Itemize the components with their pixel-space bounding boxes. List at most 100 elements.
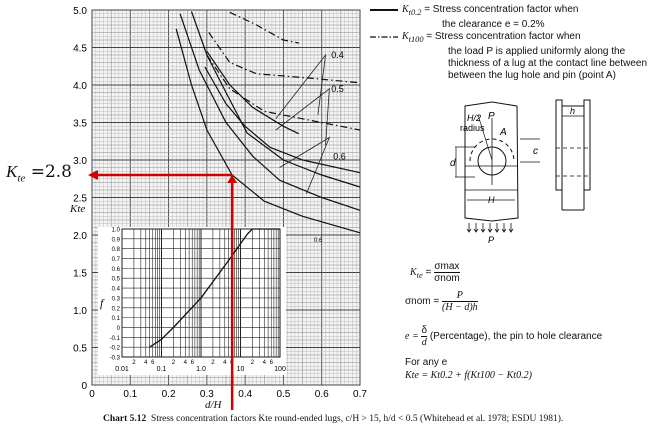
y-tick-label: 2.0 (73, 231, 87, 242)
y-axis-label: Kte (70, 203, 86, 215)
eq-snom: σnom = P(H − d)h (405, 290, 478, 313)
label-leader (275, 87, 330, 146)
curve-label: 0.6 (333, 151, 346, 161)
arrow-up-icon (227, 175, 238, 183)
label-P-bottom: P (488, 235, 494, 245)
inset-minor-tick-label: 2 (132, 360, 136, 366)
load-arrow-icon (480, 223, 486, 233)
radius-leader (477, 114, 493, 161)
load-arrow-icon (466, 223, 472, 233)
inset-chart: -0.3-0.2-0.100.10.20.30.40.50.60.70.80.9… (98, 227, 286, 375)
load-arrow-icon (508, 223, 514, 233)
load-arrow-icon (501, 223, 507, 233)
x-tick-label: 0.7 (353, 389, 367, 400)
eq-final: Kte = Kt0.2 + f(Kt100 − Kt0.2) (405, 370, 532, 381)
main-tick-labels: 0 0.1 0.2 0.3 0.4 0.5 0.6 0.7 0 0.5 1.0 1.5 2.0 2.5 3.… (73, 6, 367, 400)
inset-y-tick-label: 0.6 (112, 267, 121, 273)
inset-x-tick-label: 100 (274, 366, 286, 373)
caption: Chart 5.12 Stress concentration factors … (103, 414, 564, 424)
y-tick-label: 0 (81, 381, 87, 392)
y-tick-label: 3.0 (73, 156, 87, 167)
inset-y-tick-label: 0.5 (112, 277, 121, 283)
inset-minor-tick-label: 2 (211, 360, 215, 366)
inset-y-label: f (100, 296, 104, 310)
inset-minor-tick-label: 2 (172, 360, 176, 366)
label-leader (279, 136, 331, 194)
label-h: h (570, 106, 575, 116)
kte-annotation: Kte =2.8 (6, 162, 72, 185)
inset-y-tick-label: 0.8 (112, 247, 121, 253)
y-tick-label: 5.0 (73, 6, 87, 17)
inset-minor-tick-label: 2 (251, 360, 255, 366)
inset-y-tick-label: 0.1 (112, 316, 121, 322)
inset-x-tick-label: 1.0 (196, 366, 206, 373)
x-axis-label: d/H (205, 399, 222, 411)
main-curves: 0.4 0.5 0.6 0.6 (175, 11, 361, 244)
load-arrow-icon (487, 223, 493, 233)
label-H: H (488, 195, 495, 205)
inset-minor-tick-label: 6 (191, 360, 195, 366)
label-A: A (499, 127, 507, 138)
inset-minor-tick-label: 4 (223, 360, 227, 366)
inset-minor-tick-label: 4 (144, 360, 148, 366)
inset-y-tick-label: -0.1 (110, 336, 121, 342)
inset-y-tick-label: -0.2 (110, 346, 121, 352)
inset-minor-tick-label: 6 (151, 360, 155, 366)
y-tick-label: 1.0 (73, 306, 87, 317)
label-leader (275, 53, 327, 119)
curve-label: 0.5 (331, 84, 344, 94)
x-tick-label: 0.1 (123, 389, 137, 400)
eq-forany: For any e (405, 357, 448, 368)
inset-y-tick-label: 0.7 (112, 257, 121, 263)
radius-arc (469, 138, 515, 162)
curve-solid-1 (179, 13, 361, 211)
legend-dashdot: Kt100 = Stress concentration factor when… (402, 31, 648, 81)
inset-y-tick-label: 0.4 (112, 287, 121, 293)
x-tick-label: 0.4 (238, 389, 252, 400)
x-tick-label: 0.6 (315, 389, 329, 400)
curve-dashdot-6 (208, 32, 361, 84)
inset-minor-tick-label: 4 (184, 360, 188, 366)
curve-dashdot-7 (229, 11, 299, 44)
curve-solid-3 (204, 66, 361, 174)
inset-y-tick-label: 1.0 (112, 228, 121, 234)
reference-lines (88, 9, 398, 410)
inset-x-tick-label: 0.1 (157, 366, 167, 373)
lug-side-view (555, 99, 591, 211)
curve-label: 0.6 (314, 238, 323, 244)
inset-y-tick-label: -0.3 (110, 356, 121, 362)
lug-front-outline (464, 101, 519, 222)
inset-x-tick-label: 10 (237, 366, 245, 373)
curve-solid-4 (206, 50, 299, 135)
arrow-left-icon (88, 170, 98, 180)
label-P-top: P (488, 111, 495, 122)
inset-y-tick-label: 0.3 (112, 296, 121, 302)
label-radius-h2: H/2 (467, 113, 481, 123)
inset-y-tick-label: 0.2 (112, 306, 121, 312)
label-radius: radius (460, 123, 485, 133)
curve-label: 0.4 (331, 50, 344, 60)
x-tick-label: 0.2 (162, 389, 176, 400)
inset-curve (149, 228, 280, 348)
y-tick-label: 1.5 (73, 269, 87, 280)
y-tick-label: 0.5 (73, 344, 87, 355)
inset-x-tick-label: 0.01 (115, 366, 129, 373)
x-tick-label: 0.5 (276, 389, 290, 400)
y-tick-label: 3.5 (73, 119, 87, 130)
x-tick-label: 0.3 (200, 389, 214, 400)
y-tick-label: 2.5 (73, 194, 87, 205)
curve-dashdot-5 (206, 54, 361, 131)
load-arrow-icon (494, 223, 500, 233)
inset-y-tick-label: 0.9 (112, 237, 121, 243)
legend-solid: Kt0.2 = Stress concentration factor when… (402, 4, 579, 30)
y-tick-label: 4.0 (73, 81, 87, 92)
label-d: d (450, 158, 456, 169)
label-c: c (533, 146, 538, 157)
inset-minor-tick-label: 6 (270, 360, 274, 366)
y-tick-label: 4.5 (73, 44, 87, 55)
x-tick-label: 0 (89, 389, 95, 400)
